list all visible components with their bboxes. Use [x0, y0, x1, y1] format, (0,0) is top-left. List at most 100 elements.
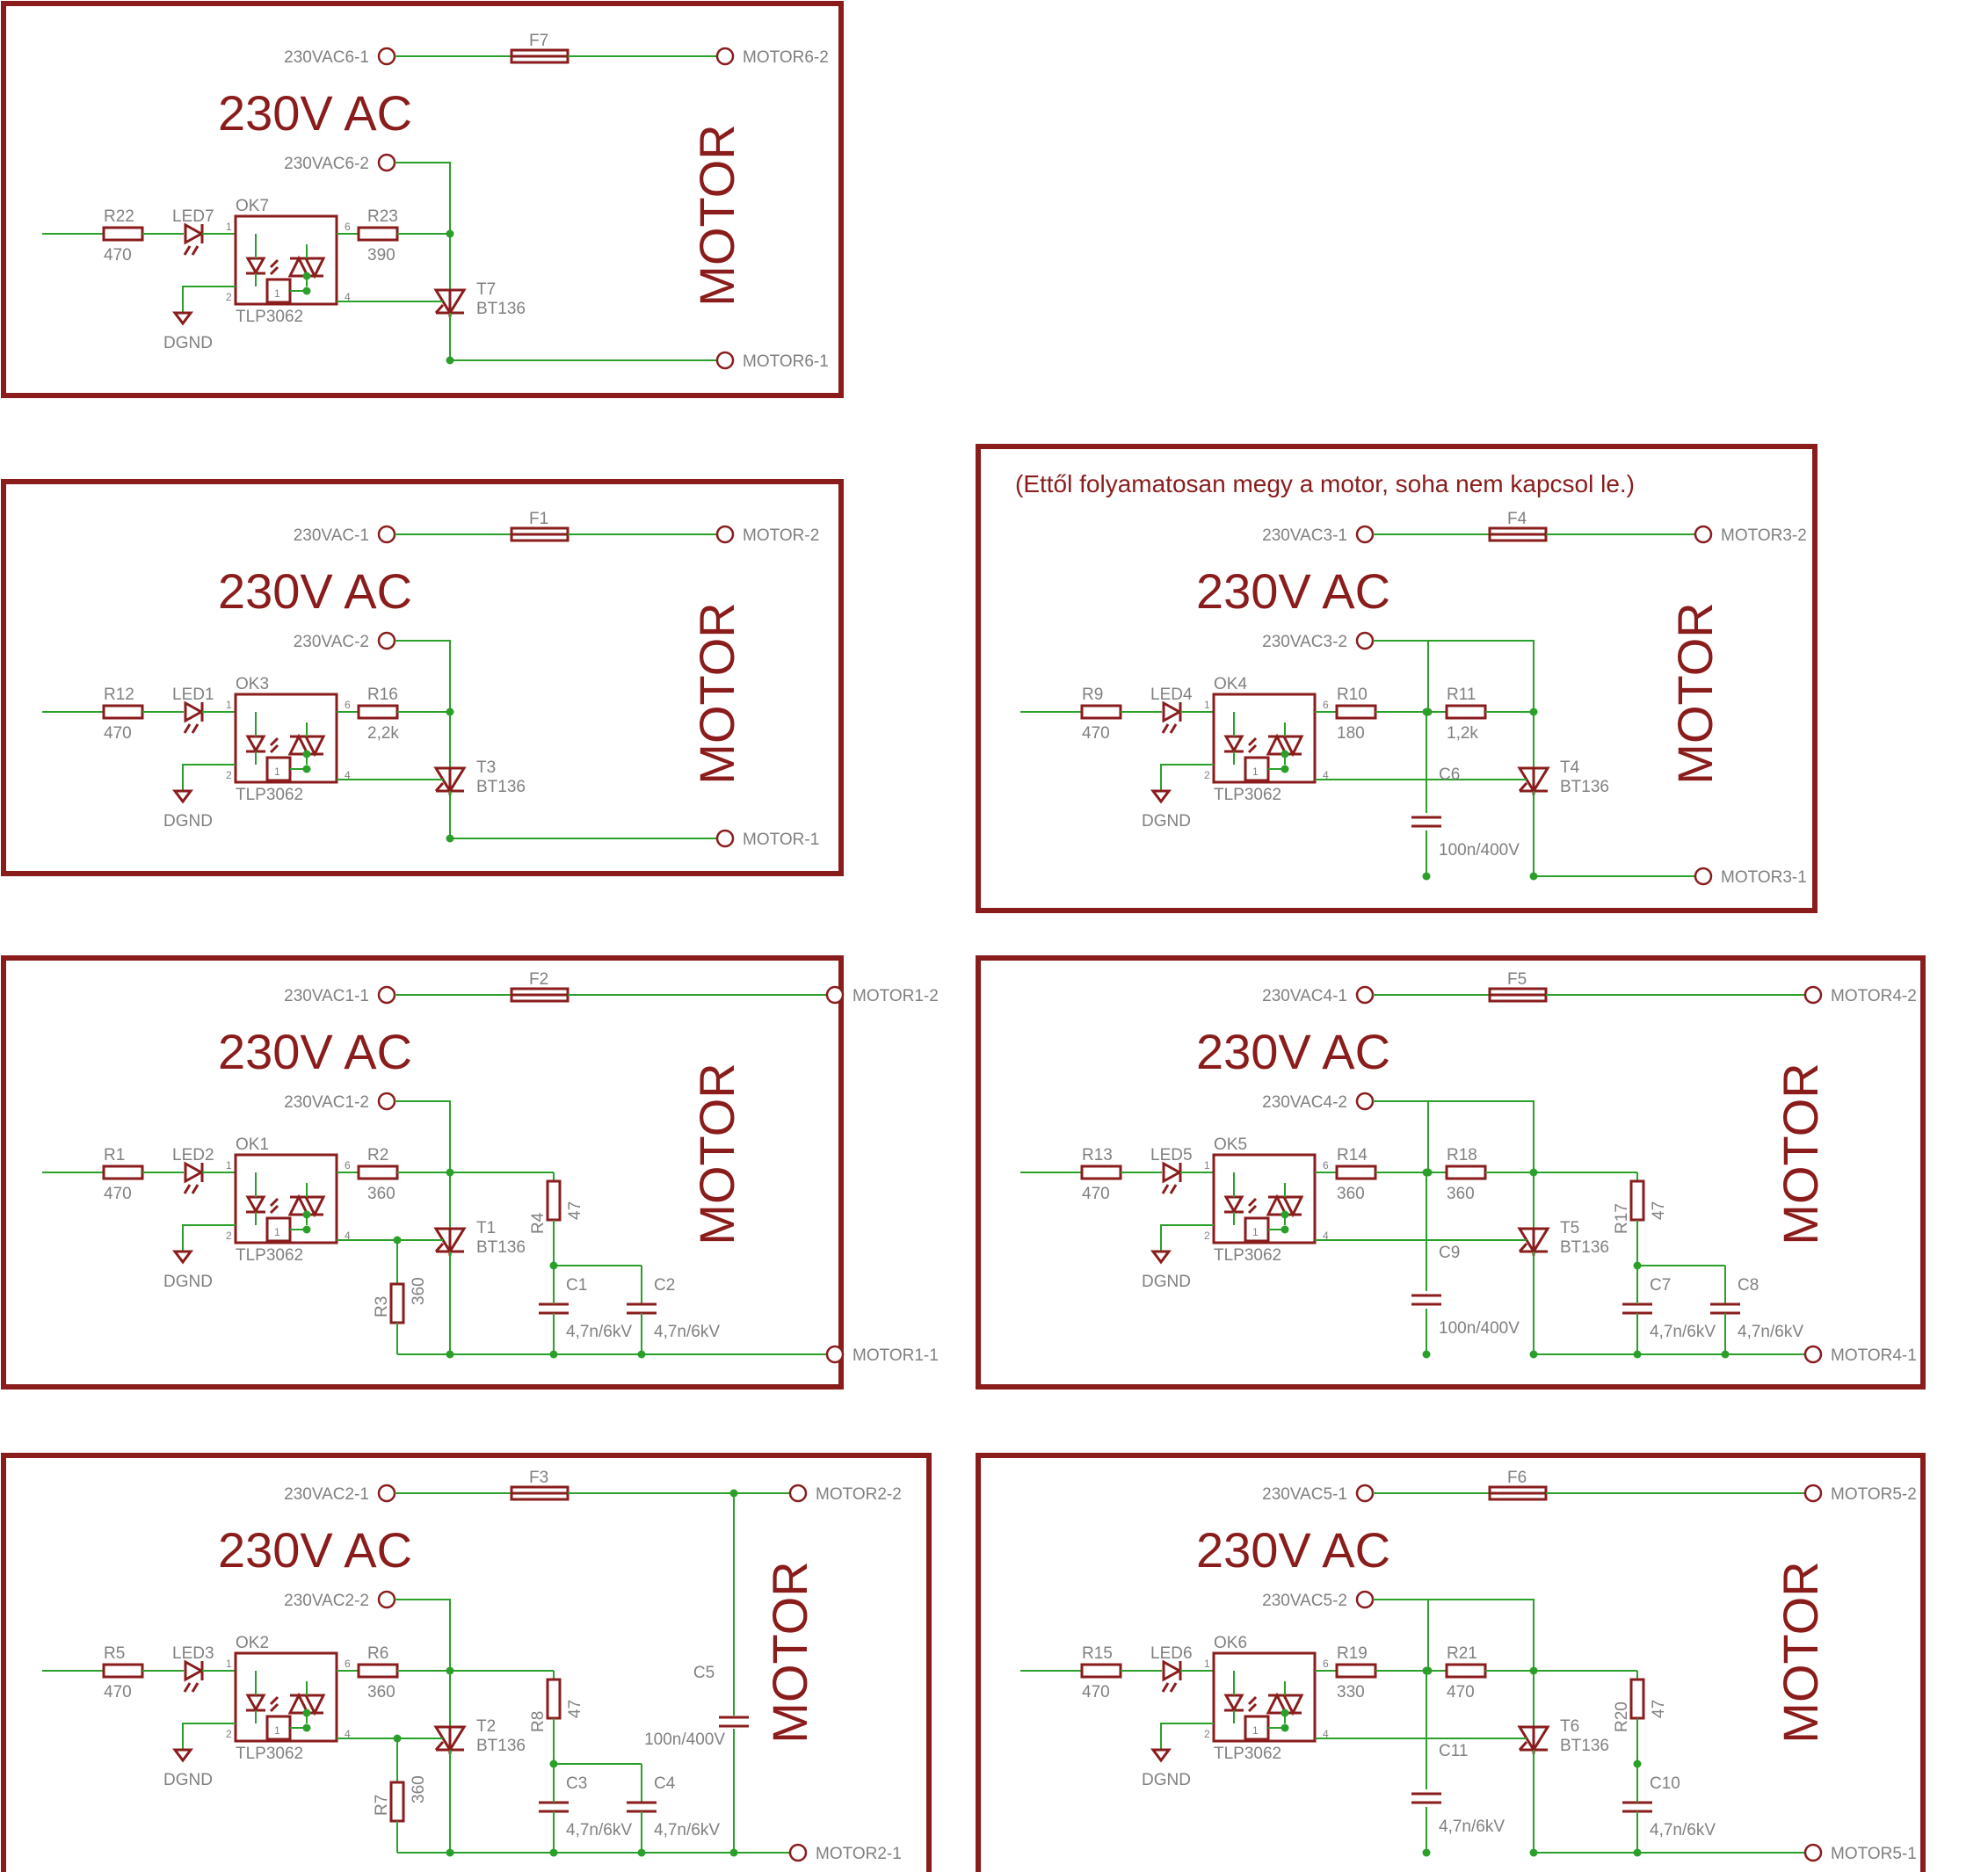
fuse — [510, 1485, 570, 1501]
snubber-capacitor-2-label: C8 — [1738, 1276, 1759, 1295]
junction-dot — [1281, 1709, 1289, 1717]
pin-4: 4 — [1323, 769, 1329, 781]
motor-label: MOTOR — [689, 124, 744, 306]
gate-resistor-b-label: R21 — [1447, 1644, 1477, 1663]
junction-dot — [1422, 1848, 1431, 1857]
schematic-panel-p2: 230V ACMOTOR230VAC2-1F3MOTOR2-2230VAC2-2… — [1, 1453, 932, 1872]
ground-icon — [172, 1748, 193, 1763]
snubber-capacitor-1-value: 4,7n/6kV — [1650, 1323, 1716, 1341]
gate-resistor-label: R2 — [367, 1146, 388, 1165]
opto-label: OK2 — [236, 1634, 269, 1652]
snubber-resistor-label: R8 — [529, 1711, 548, 1732]
wire — [1428, 640, 1535, 712]
gate-resistor-value: 390 — [367, 246, 395, 265]
gate-resistor-a-label: R14 — [1337, 1146, 1368, 1165]
gate-resistor-value: 360 — [367, 1185, 395, 1203]
ac-input-2: 230VAC4-2 — [1262, 1093, 1347, 1112]
led-label: LED1 — [172, 686, 214, 704]
snubber-capacitor-1-label: C10 — [1650, 1774, 1680, 1793]
opto-part: TLP3062 — [1214, 786, 1281, 804]
gate-resistor-value: 2,2k — [367, 724, 399, 743]
gate-ground-resistor-value: 360 — [410, 1277, 428, 1305]
voltage-title: 230V AC — [1196, 563, 1390, 619]
junction-dot — [1281, 1225, 1289, 1234]
fuse-label: F4 — [1507, 510, 1527, 528]
opto-label: OK5 — [1214, 1136, 1247, 1154]
voltage-title: 230V AC — [1196, 1024, 1390, 1079]
x-capacitor-label: C11 — [1439, 1742, 1468, 1760]
led-symbol — [1161, 1659, 1183, 1693]
snubber-capacitor-1-label: C1 — [566, 1276, 587, 1295]
ground-label: DGND — [1142, 1771, 1191, 1789]
led-label: LED4 — [1150, 686, 1193, 704]
ac-input-1-pad — [1355, 525, 1375, 544]
input-resistor-value: 470 — [104, 1683, 132, 1701]
ac-input-2: 230VAC2-2 — [284, 1592, 369, 1610]
panel-frame — [976, 955, 1926, 1389]
opto-part: TLP3062 — [1214, 1246, 1281, 1265]
junction-dot — [446, 834, 454, 843]
gate-resistor-label: R23 — [367, 207, 398, 226]
opto-part: TLP3062 — [236, 308, 303, 326]
junction-dot — [302, 287, 311, 295]
panel-frame — [1, 479, 844, 876]
input-resistor-label: R9 — [1082, 686, 1103, 704]
optocoupler: 1 — [1212, 1153, 1317, 1244]
zero-cross-glyph: 1 — [274, 1226, 280, 1238]
ac-input-1-pad — [1355, 1484, 1375, 1503]
panel-frame — [976, 1453, 1926, 1872]
x-capacitor-label: C9 — [1439, 1244, 1460, 1262]
input-resistor-value: 470 — [104, 246, 132, 265]
wire — [1160, 764, 1214, 791]
snubber-resistor — [1629, 1179, 1645, 1222]
x-capacitor-value: 4,7n/6kV — [1439, 1818, 1505, 1836]
x-capacitor-value: 100n/400V — [1439, 1319, 1520, 1338]
input-resistor — [102, 1165, 144, 1180]
snubber-resistor — [546, 1678, 562, 1720]
junction-dot — [1422, 1350, 1431, 1359]
junction-dot — [1422, 872, 1431, 881]
fuse-label: F2 — [529, 970, 548, 989]
fuse — [1488, 1485, 1548, 1501]
x-capacitor-value: 100n/400V — [1439, 841, 1520, 860]
zero-cross-glyph: 1 — [1252, 1724, 1259, 1737]
wire — [395, 1599, 451, 1671]
ac-input-2-pad — [377, 1092, 396, 1111]
motor-output-2: MOTOR6-2 — [743, 48, 829, 67]
motor-output-2-pad — [1694, 525, 1713, 544]
fuse — [510, 526, 570, 542]
ac-input-1: 230VAC5-1 — [1262, 1485, 1347, 1504]
led-label: LED5 — [1150, 1146, 1193, 1165]
junction-dot — [1633, 1848, 1642, 1857]
motor-output-2-pad — [825, 985, 845, 1005]
motor-output-1: MOTOR4-1 — [1831, 1346, 1917, 1365]
fuse-label: F1 — [529, 510, 548, 528]
wire — [1428, 1100, 1535, 1172]
input-resistor — [1080, 1663, 1122, 1679]
pin-4: 4 — [345, 769, 351, 781]
input-resistor — [1080, 704, 1122, 720]
ac-input-1-pad — [1355, 985, 1375, 1005]
pin-4: 4 — [1323, 1728, 1329, 1740]
gate-resistor-a-value: 360 — [1337, 1185, 1365, 1203]
junction-dot — [1529, 1848, 1538, 1857]
snubber-capacitor-1-label: C3 — [566, 1774, 587, 1793]
ground-label: DGND — [1142, 812, 1191, 831]
gate-resistor-label: R16 — [367, 686, 398, 704]
ground-label: DGND — [1142, 1273, 1191, 1291]
zero-cross-glyph: 1 — [1252, 1226, 1259, 1238]
motor-label: MOTOR — [689, 1063, 744, 1244]
input-resistor — [102, 704, 144, 720]
ground-icon — [172, 1250, 193, 1265]
pin-1: 1 — [1204, 699, 1210, 711]
pin-2: 2 — [226, 1728, 232, 1740]
ac-input-2-pad — [377, 153, 396, 172]
pin-1: 1 — [226, 1658, 232, 1670]
optocoupler: 1 — [234, 1651, 338, 1743]
panel-frame — [976, 444, 1817, 913]
input-resistor-value: 470 — [1082, 724, 1110, 743]
pin-6: 6 — [1323, 1159, 1329, 1172]
zero-cross-glyph: 1 — [1252, 765, 1259, 778]
gate-resistor — [357, 226, 399, 242]
junction-dot — [549, 1350, 558, 1359]
